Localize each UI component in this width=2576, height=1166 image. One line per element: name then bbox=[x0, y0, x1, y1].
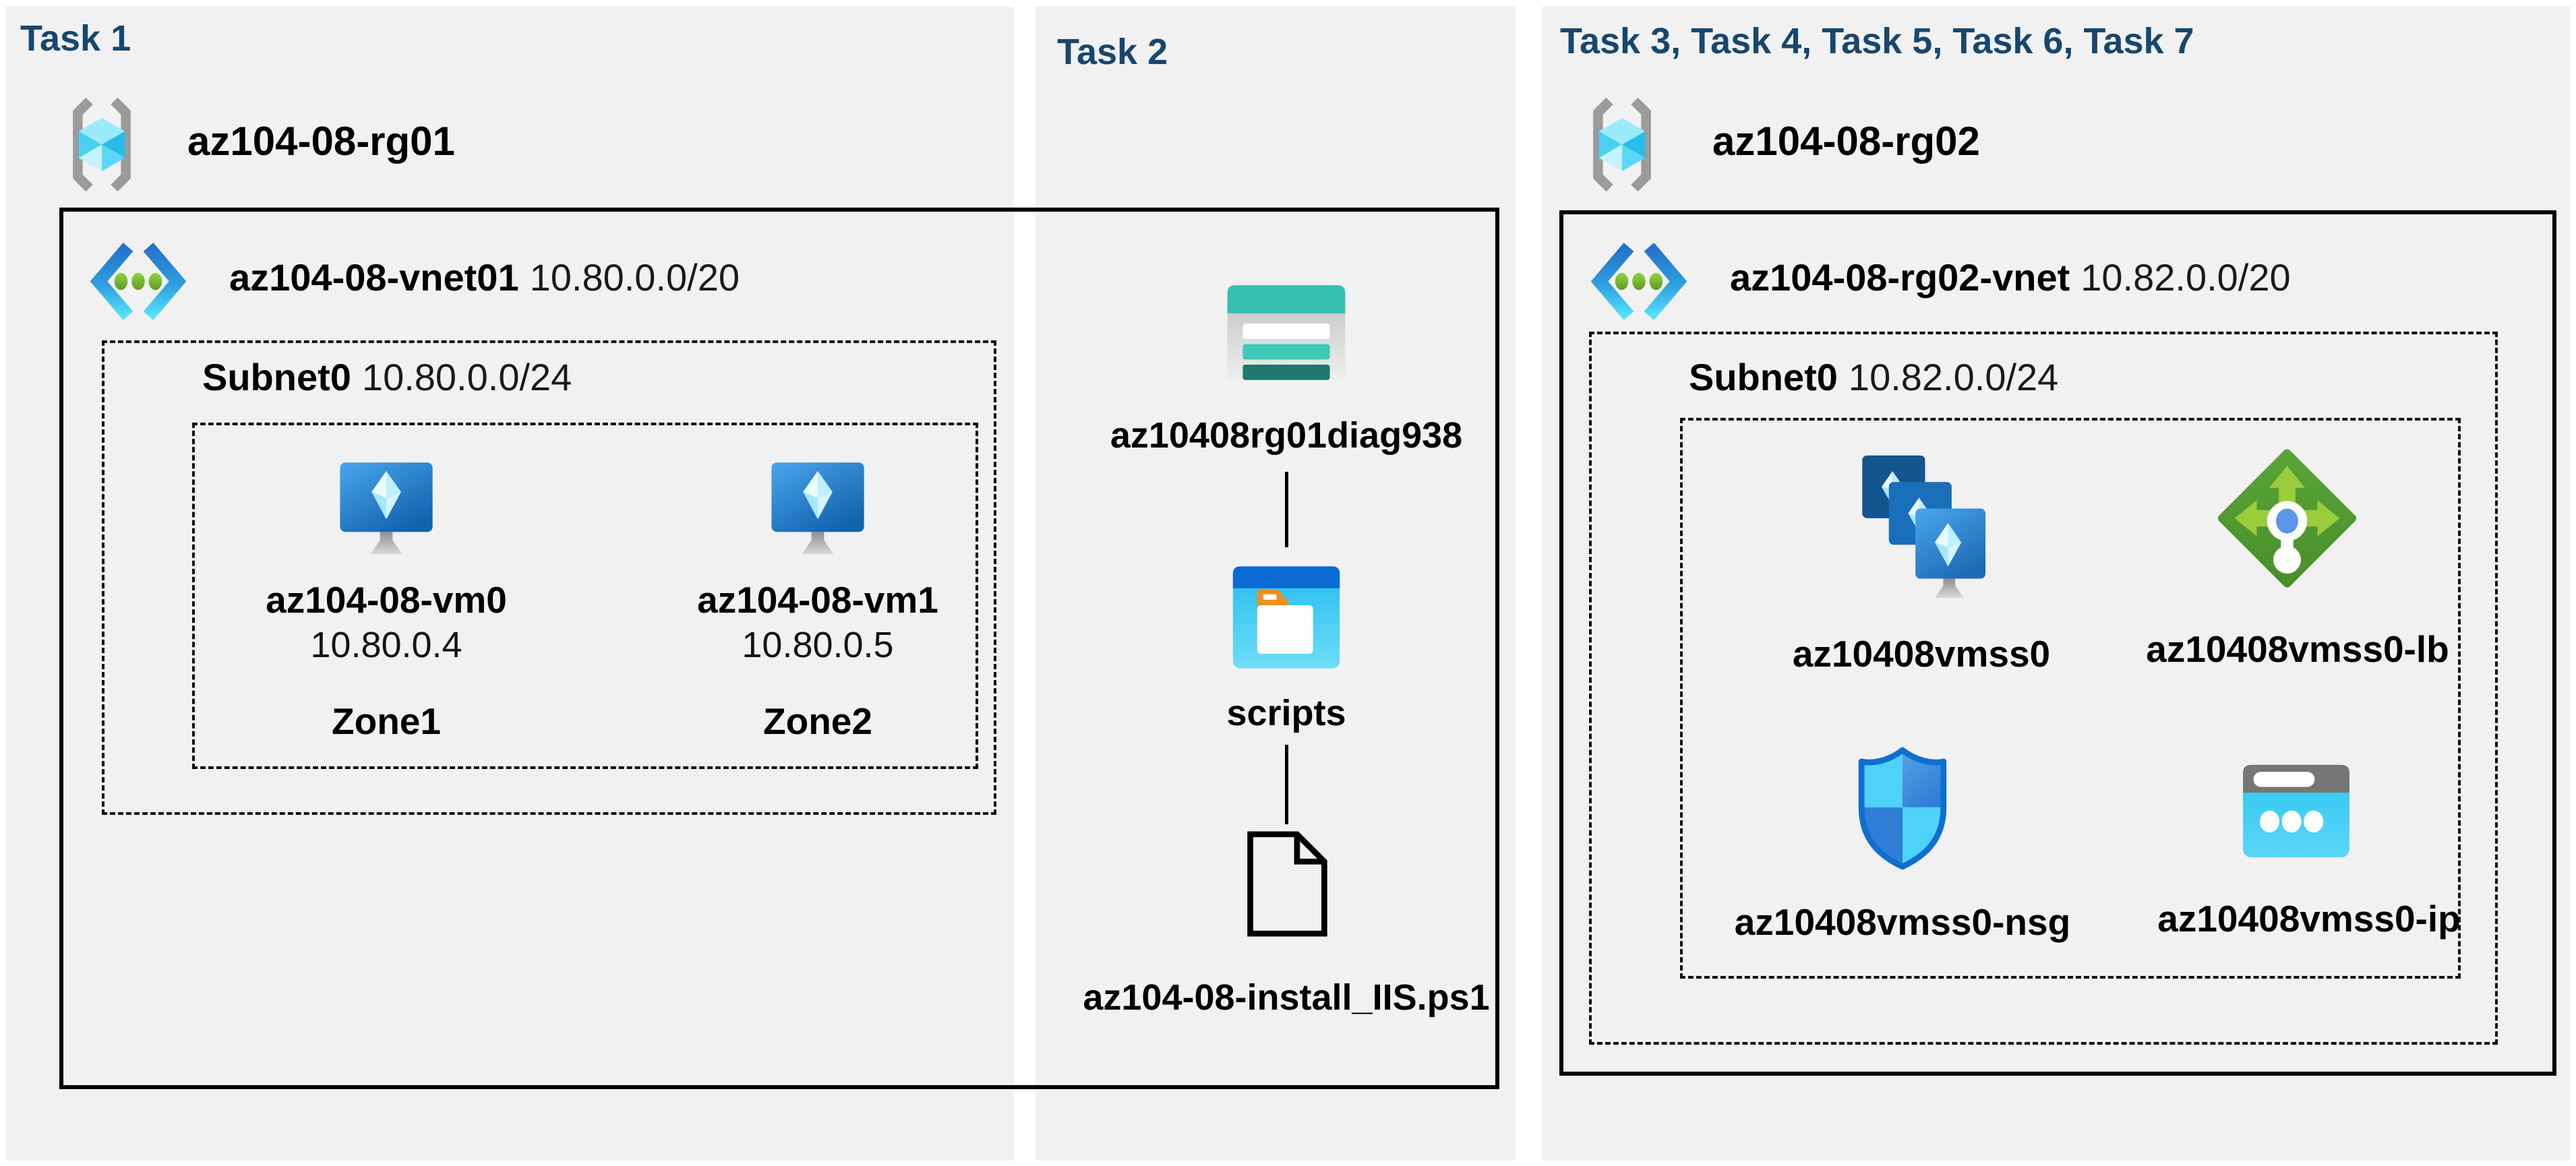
task1-title: Task 1 bbox=[20, 18, 131, 59]
panel-task3 bbox=[1542, 7, 2571, 1161]
subnet0-cidr-right: 10.82.0.0/24 bbox=[1848, 356, 2059, 398]
virtual-machine-icon bbox=[334, 458, 439, 563]
vnet02-cidr: 10.82.0.0/20 bbox=[2080, 256, 2291, 299]
subnet0-name-right: Subnet0 bbox=[1689, 356, 1838, 398]
vm1-ip: 10.80.0.5 bbox=[742, 625, 894, 665]
rg02-label: az104-08-rg02 bbox=[1712, 119, 1980, 164]
load-balancer-label: az10408vmss0-lb bbox=[2146, 628, 2449, 670]
task2-title: Task 2 bbox=[1057, 32, 1168, 72]
panel-task1 bbox=[5, 7, 1014, 1161]
resource-group-icon bbox=[1578, 96, 1667, 193]
storage-account-icon bbox=[1222, 275, 1350, 390]
public-ip-label: az10408vmss0-ip bbox=[2157, 898, 2461, 940]
subnet0-name-left: Subnet0 bbox=[202, 356, 351, 398]
vm0-zone: Zone1 bbox=[332, 700, 441, 742]
public-ip-icon bbox=[2238, 760, 2354, 862]
load-balancer-icon bbox=[2218, 445, 2356, 592]
powershell-script-file-icon bbox=[1242, 830, 1330, 938]
connector-storage-to-scripts bbox=[1285, 472, 1288, 547]
scripts-folder-label: scripts bbox=[1226, 693, 1346, 733]
vnet01-name: az104-08-vnet01 bbox=[229, 256, 519, 299]
vm1-name: az104-08-vm1 bbox=[697, 579, 938, 621]
rg01-label: az104-08-rg01 bbox=[187, 119, 455, 164]
subnet0-box-left bbox=[102, 340, 996, 815]
scripts-folder-icon bbox=[1226, 557, 1347, 678]
storage-account-label: az10408rg01diag938 bbox=[1110, 415, 1463, 456]
vm1-zone: Zone2 bbox=[763, 700, 872, 742]
resource-group-icon bbox=[57, 96, 146, 193]
vmss-label: az10408vmss0 bbox=[1792, 633, 2051, 675]
script-file-label: az104-08-install_IIS.ps1 bbox=[1083, 977, 1490, 1018]
virtual-network-icon bbox=[1588, 236, 1689, 327]
vm-group-box bbox=[192, 423, 978, 769]
task3-title: Task 3, Task 4, Task 5, Task 6, Task 7 bbox=[1560, 21, 2194, 61]
nsg-label: az10408vmss0-nsg bbox=[1734, 901, 2071, 943]
vnet01-cidr: 10.80.0.0/20 bbox=[529, 256, 740, 299]
vm-scale-set-icon bbox=[1853, 453, 1998, 605]
network-security-group-icon bbox=[1849, 745, 1956, 872]
virtual-network-icon bbox=[88, 236, 189, 327]
vmss-group-box bbox=[1680, 418, 2461, 979]
connector-scripts-to-file bbox=[1285, 745, 1288, 824]
virtual-machine-icon bbox=[765, 458, 870, 563]
vm0-name: az104-08-vm0 bbox=[266, 579, 507, 621]
subnet0-box-right bbox=[1589, 332, 2498, 1045]
vm0-ip: 10.80.0.4 bbox=[310, 625, 462, 665]
vnet02-name: az104-08-rg02-vnet bbox=[1730, 256, 2070, 299]
rg01-boundary-box bbox=[59, 208, 1499, 1089]
rg02-boundary-box bbox=[1559, 210, 2556, 1076]
subnet0-cidr-left: 10.80.0.0/24 bbox=[361, 356, 572, 398]
